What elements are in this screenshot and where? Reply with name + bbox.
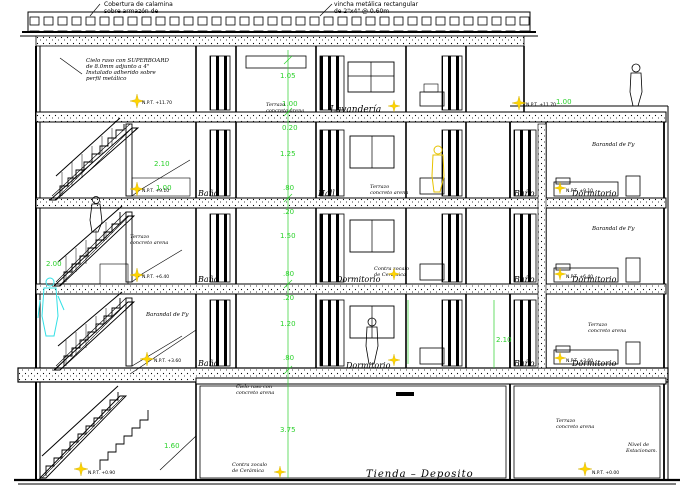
metal-note-1: vincha metálica rectangular: [334, 1, 419, 8]
ceiling-note-4: perfil metálico: [86, 75, 127, 82]
level-9-10-r: N.P.T. +9.10: [566, 188, 593, 194]
room-dormitorio-r3: Dormitorio: [571, 189, 617, 198]
dim-f3-2: .80: [283, 184, 294, 192]
dim-top-1: 1.05: [280, 72, 296, 80]
ceiling-note-1: Cielo raso con SUPERBOARD: [86, 58, 170, 64]
figure-cyan: [37, 277, 65, 337]
dim-f2-1: 1.50: [280, 232, 296, 240]
dim-f3-3: .20: [283, 208, 294, 216]
dim-right-1: 1.00: [556, 98, 572, 106]
room-bano-r2: Baño: [513, 275, 535, 284]
note-terrazo-st-1: Terrazo: [130, 234, 149, 240]
dim-f1-2: .80: [283, 354, 294, 362]
level-3-60: N.P.T. +3.60: [154, 358, 181, 364]
level-0-90: N.P.T. +0.90: [88, 470, 115, 476]
room-dormitorio-1: Dormitorio: [345, 361, 391, 370]
dimension-line: [283, 50, 495, 478]
level-markers: N.P.T. +11.70 N.P.T. +11.70 N.P.T. +9.10…: [74, 94, 619, 478]
dim-right-2: 2.10: [496, 336, 512, 344]
note-cielo-1: Cielo raso con: [236, 384, 272, 390]
ceiling-note-2: de 8.0mm adjunto a 4": [86, 64, 149, 70]
figure-first: [365, 317, 379, 365]
roof-note-1: Cobertura de calamina: [104, 1, 173, 8]
dim-f2-3: .20: [283, 294, 294, 302]
note-terrazo-top-1: Terrazo: [266, 102, 285, 108]
room-hall-3: Hall: [317, 189, 335, 198]
dim-f2-2: .80: [283, 270, 294, 278]
room-tienda: Tienda – Deposito: [366, 469, 474, 480]
dim-stair-2: 1.00: [156, 184, 172, 192]
note-barandal-3: Barandal de Fy: [591, 142, 635, 148]
human-figures: [37, 63, 643, 365]
figure-stair: [89, 196, 103, 233]
note-zocalo-g2: de Cerámica: [232, 467, 264, 474]
note-zocalo-1: Contra zocalo: [374, 266, 409, 272]
note-cielo-2: concreto arena: [236, 390, 274, 396]
metal-note-2: de 2"x4" @ 0.60m: [334, 8, 389, 15]
dim-top-3: 0.20: [282, 124, 298, 132]
dim-stair-1: 2.10: [154, 160, 170, 168]
ceiling-note-3: Instalado adherido sobre: [85, 70, 156, 76]
level-3-60-r: N.P.T. +3.60: [566, 358, 593, 364]
room-bano-r1: Baño: [513, 359, 535, 368]
note-pav-2: concreto arena: [556, 424, 594, 430]
note-nivel-1: Nivel de: [627, 442, 649, 448]
room-bano-3: Baño: [197, 189, 219, 198]
note-barandal-1: Barandal de Fy: [145, 312, 189, 318]
furniture: [553, 175, 641, 365]
room-dormitorio-r2: Dormitorio: [571, 275, 617, 284]
level-roof-right: N.P.T. +11.70: [526, 102, 556, 108]
room-dormitorio-r1: Dormitorio: [571, 359, 617, 368]
staircase: [38, 117, 197, 479]
level-9-10: N.P.T. +9.10: [142, 188, 169, 194]
dim-stair-4: 1.60: [164, 442, 180, 450]
level-6-40: N.P.T. +6.40: [142, 274, 169, 280]
room-bano-r3: Baño: [513, 189, 535, 198]
dim-top-2: 1.00: [282, 100, 298, 108]
note-barandal-2: Barandal de Fy: [591, 226, 635, 232]
note-terrazo-r-1: Terrazo: [588, 322, 607, 328]
figure-yellow: [431, 145, 445, 193]
roof-note-2: sobre armazón de: [104, 8, 158, 15]
figure-roof: [629, 63, 643, 107]
room-dormitorio-2: Dormitorio: [335, 275, 381, 284]
dim-stair-3: 2.00: [46, 260, 62, 268]
roof: [20, 11, 538, 47]
level-6-40-r: N.P.T. +6.40: [566, 274, 593, 280]
floor-slabs: [14, 105, 680, 485]
dim-f3-1: 1.25: [280, 150, 296, 158]
note-pav-1: Terrazo: [556, 418, 575, 424]
note-terrazo-r-2: concreto arena: [588, 328, 626, 334]
room-bano-1: Baño: [197, 359, 219, 368]
note-zocalo-g1: Contra zocalo: [232, 462, 267, 468]
room-lavanderia: Lavandería: [329, 104, 381, 115]
dim-f1-1: 1.20: [280, 320, 296, 328]
note-terrazo-st-2: concreto arena: [130, 240, 168, 246]
note-terrazo-top-2: concreto arena: [266, 108, 304, 114]
note-terrazo-h-2: concreto arena: [370, 190, 408, 196]
note-nivel-2: Estacionam.: [625, 448, 658, 454]
level-11-70: N.P.T. +11.70: [142, 100, 172, 106]
room-bano-2: Baño: [197, 275, 219, 284]
dim-ground: 3.75: [280, 426, 296, 434]
level-0-00: N.P.T. +0.00: [592, 470, 619, 476]
note-terrazo-h-1: Terrazo: [370, 184, 389, 190]
